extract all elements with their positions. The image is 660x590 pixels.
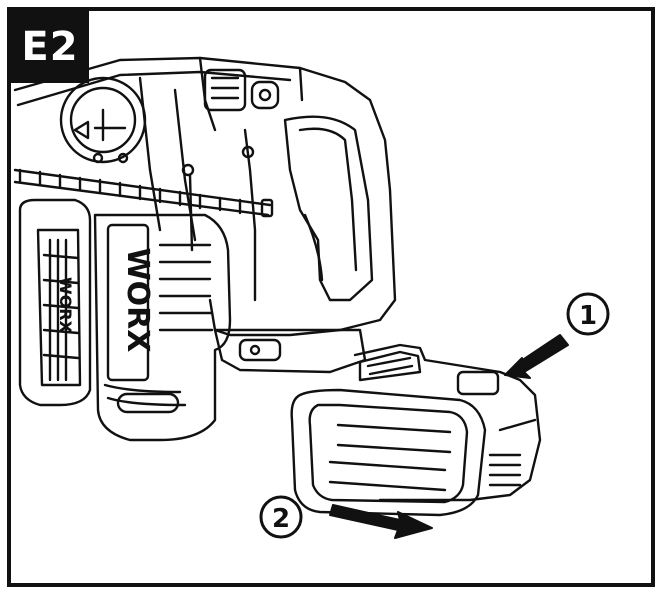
handle-brand-text: WORX xyxy=(56,277,75,334)
step-1-arrow-icon xyxy=(504,292,610,379)
battery-mount xyxy=(213,328,367,374)
housing-brand-text: WORX xyxy=(120,248,155,353)
step-2-number: 2 xyxy=(272,504,290,534)
step-2-arrow-icon xyxy=(259,495,433,539)
battery-pack-icon xyxy=(290,343,542,517)
step-1-number: 1 xyxy=(579,301,597,331)
drill-body xyxy=(13,56,397,337)
auxiliary-handle: WORX xyxy=(18,198,92,407)
figure-label: E2 xyxy=(11,11,89,83)
depth-gauge-rod xyxy=(13,168,274,218)
gear-housing: WORX xyxy=(93,213,232,442)
diagram-frame xyxy=(7,7,655,587)
